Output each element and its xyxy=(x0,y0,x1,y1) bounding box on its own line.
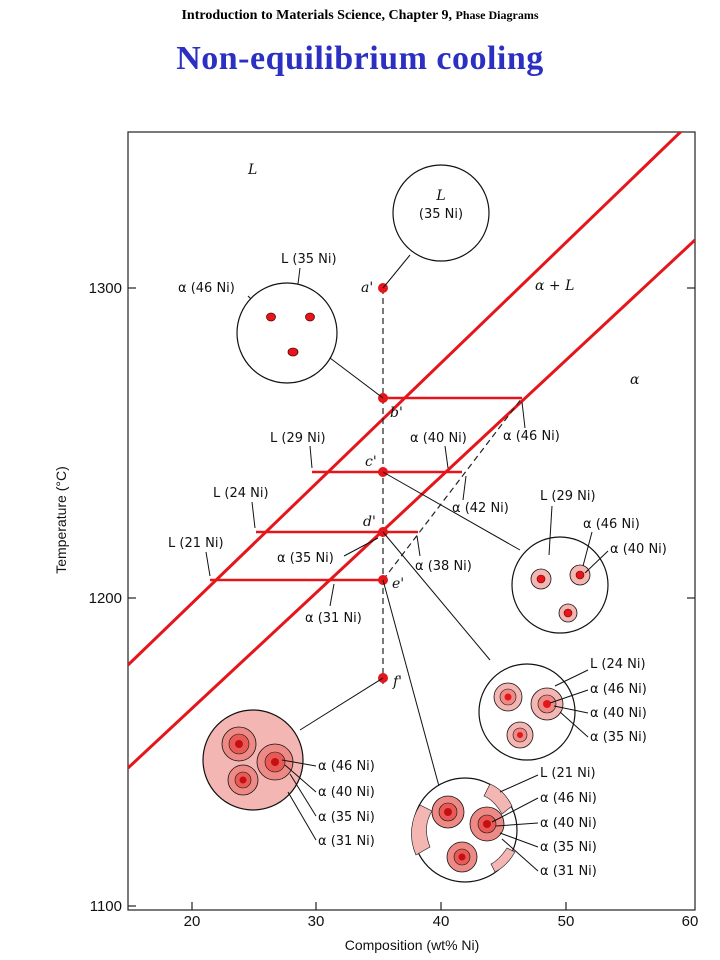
course-header-main: Introduction to Materials Science, Chapt… xyxy=(181,8,452,23)
arrow-a31 xyxy=(329,583,335,607)
label-c: c' xyxy=(365,454,377,470)
x-tick-40: 40 xyxy=(433,913,450,930)
micro-c-label-2: α (40 Ni) xyxy=(610,542,667,557)
micro-d-label-2: α (40 Ni) xyxy=(590,706,647,721)
arrow-L21 xyxy=(205,551,211,577)
micro-d-label-3: α (35 Ni) xyxy=(590,730,647,745)
course-header: Introduction to Materials Science, Chapt… xyxy=(0,8,720,24)
y-tick-1200: 1200 xyxy=(89,590,122,607)
micro-d-label-1: α (46 Ni) xyxy=(590,682,647,697)
micro-f-arrow-2 xyxy=(289,773,317,817)
annot-a31: α (31 Ni) xyxy=(305,611,362,626)
micro-e-arrow-4 xyxy=(501,838,539,872)
annot-a35: α (35 Ni) xyxy=(277,551,334,566)
micro-f-label-3: α (31 Ni) xyxy=(318,834,375,849)
micro-e-grains xyxy=(411,783,516,873)
x-tick-marks xyxy=(191,902,567,910)
x-tick-20: 20 xyxy=(184,913,201,930)
annot-L24: L (24 Ni) xyxy=(213,486,269,501)
micro-e-label-0: L (21 Ni) xyxy=(540,766,596,781)
label-b: b' xyxy=(390,405,403,421)
page-title: Non-equilibrium cooling xyxy=(176,40,544,77)
micro-d-label-0: L (24 Ni) xyxy=(590,657,646,672)
micro-b-nuclei xyxy=(266,312,315,357)
label-a: a' xyxy=(361,280,373,296)
micro-c-grains xyxy=(530,564,591,623)
micro-c-label-1: α (46 Ni) xyxy=(583,517,640,532)
annot-a40: α (40 Ni) xyxy=(410,431,467,446)
arrow-L24 xyxy=(251,501,256,529)
region-alpha: α xyxy=(630,372,640,388)
annot-L35: L (35 Ni) xyxy=(281,252,337,267)
micro-d-arrow-0 xyxy=(554,669,589,687)
x-tick-30: 30 xyxy=(308,913,325,930)
micro-f-label-2: α (35 Ni) xyxy=(318,810,375,825)
micro-f-arrow-1 xyxy=(284,764,317,793)
y-tick-1300: 1300 xyxy=(89,280,122,297)
micro-f-grains xyxy=(221,726,294,796)
plot-frame xyxy=(127,131,696,911)
annot-a38: α (38 Ni) xyxy=(415,559,472,574)
microstructure-b xyxy=(236,282,338,384)
micro-e-arrow-2 xyxy=(495,822,539,827)
arrow-a46-b xyxy=(521,401,526,429)
x-tick-50: 50 xyxy=(558,913,575,930)
micro-d-arrow-2 xyxy=(553,705,589,714)
micro-c-arrow-0 xyxy=(548,505,553,556)
micro-c-arrow-2 xyxy=(584,550,609,574)
annot-a42: α (42 Ni) xyxy=(452,501,509,516)
micro-e-arrow-0 xyxy=(499,774,539,793)
micro-a-line1: L xyxy=(435,188,445,204)
micro-c-arrow-1 xyxy=(582,531,593,567)
course-header-topic: Phase Diagrams xyxy=(455,8,539,22)
annot-L29: L (29 Ni) xyxy=(270,431,326,446)
label-e: e' xyxy=(392,576,404,592)
arrow-a42 xyxy=(462,475,467,501)
liquidus-line xyxy=(128,132,683,667)
micro-d-arrow-3 xyxy=(559,711,589,738)
arrow-a38 xyxy=(416,535,421,557)
arrow-L29 xyxy=(309,445,313,469)
solidus-line xyxy=(128,238,695,770)
y-axis-title: Temperature (°C) xyxy=(53,466,69,574)
micro-e-label-3: α (35 Ni) xyxy=(540,840,597,855)
micro-f-arrow-3 xyxy=(287,791,317,841)
annot-a46-top: α (46 Ni) xyxy=(178,281,235,296)
x-tick-60: 60 xyxy=(682,913,699,930)
region-liquid: L xyxy=(247,162,257,178)
label-d: d' xyxy=(363,514,376,530)
micro-c-label-0: L (29 Ni) xyxy=(540,489,596,504)
micro-e-arrow-3 xyxy=(499,832,539,848)
micro-e-label-1: α (46 Ni) xyxy=(540,791,597,806)
micro-e-label-2: α (40 Ni) xyxy=(540,816,597,831)
arrow-a40 xyxy=(444,445,449,469)
region-two-phase: α + L xyxy=(535,278,574,294)
y-tick-marks xyxy=(128,287,695,907)
label-f: f' xyxy=(392,674,402,690)
micro-d-grains xyxy=(493,682,564,749)
micro-f-label-0: α (46 Ni) xyxy=(318,759,375,774)
micro-a-line2: (35 Ni) xyxy=(419,207,463,222)
nonequilibrium-solidus xyxy=(382,397,523,581)
micro-e-label-4: α (31 Ni) xyxy=(540,864,597,879)
micro-f-arrow-0 xyxy=(281,759,317,767)
annot-L21: L (21 Ni) xyxy=(168,536,224,551)
microstructure-c xyxy=(511,536,609,634)
connectors xyxy=(299,254,521,791)
arrow-a35 xyxy=(343,537,379,557)
annot-a46-b: α (46 Ni) xyxy=(503,429,560,444)
y-tick-1100: 1100 xyxy=(90,898,122,915)
micro-e-arrow-1 xyxy=(491,797,539,823)
microstructure-a xyxy=(392,164,490,262)
x-axis-title: Composition (wt% Ni) xyxy=(345,937,480,953)
micro-f-label-1: α (40 Ni) xyxy=(318,785,375,800)
micro-d-arrow-1 xyxy=(549,689,589,704)
